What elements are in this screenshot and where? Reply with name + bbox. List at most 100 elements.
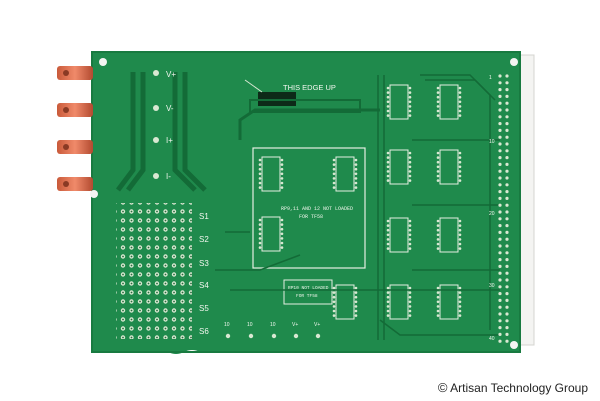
ic-pad	[386, 165, 390, 169]
ic-pad	[436, 86, 440, 90]
ic-pad	[354, 172, 358, 176]
edge-number: 30	[489, 283, 495, 289]
ic-pad	[408, 105, 412, 108]
photo-credit: © Artisan Technology Group	[438, 380, 588, 395]
ic-pad	[258, 246, 262, 249]
ic-pad	[458, 314, 462, 317]
ic-pad	[386, 309, 390, 313]
ic-pad	[332, 305, 336, 308]
ic-pad	[354, 177, 358, 180]
edge-pin	[505, 305, 509, 309]
power-terminal-tabs	[57, 66, 93, 191]
edge-pin	[505, 224, 509, 228]
ic-pad	[258, 218, 262, 222]
edge-pin	[498, 210, 502, 214]
edge-pin	[498, 224, 502, 228]
edge-pin	[498, 319, 502, 323]
edge-pin	[498, 326, 502, 330]
edge-pin	[498, 94, 502, 98]
edge-pin	[505, 74, 509, 78]
ic-pad	[458, 242, 462, 246]
ic-pad	[386, 305, 390, 308]
ic-pad	[458, 91, 462, 94]
edge-pin	[498, 244, 502, 248]
edge-pin	[498, 183, 502, 187]
edge-pin	[498, 74, 502, 78]
edge-pin	[498, 88, 502, 92]
ic-pad	[354, 309, 358, 313]
edge-pin	[498, 271, 502, 275]
ic-pad	[436, 286, 440, 290]
ic-pad	[458, 219, 462, 223]
edge-pin	[505, 203, 509, 207]
ic-pad	[386, 219, 390, 223]
ic-pad	[280, 186, 284, 189]
ic-pad	[458, 286, 462, 290]
edge-pin	[505, 319, 509, 323]
edge-pin-column	[498, 74, 509, 343]
ic-pad	[436, 114, 440, 117]
ic-pad	[408, 233, 412, 237]
ic-pad	[258, 158, 262, 162]
label-i-minus: I-	[166, 172, 171, 181]
ic-pad	[332, 181, 336, 185]
label-v-plus: V+	[166, 70, 176, 79]
ic-pad	[436, 295, 440, 299]
edge-pin	[505, 217, 509, 221]
ic-pad	[386, 228, 390, 232]
ic-pad	[354, 295, 358, 299]
edge-pin	[498, 251, 502, 255]
edge-pin	[498, 81, 502, 85]
ic-pad	[408, 286, 412, 290]
edge-pin	[498, 149, 502, 153]
ic-pad	[436, 174, 440, 178]
ic-pad	[386, 224, 390, 227]
edge-pin	[505, 176, 509, 180]
edge-pin	[498, 203, 502, 207]
edge-pin	[505, 264, 509, 268]
ic-pads	[258, 86, 462, 317]
ic-pad	[280, 237, 284, 240]
ic-pad	[458, 160, 462, 164]
edge-pin	[498, 196, 502, 200]
ic-pad	[332, 295, 336, 299]
switch-label-s2: S2	[199, 235, 209, 244]
ic-pad	[408, 242, 412, 246]
ic-pad	[436, 314, 440, 317]
note-top-line2: FOR TF58	[299, 214, 323, 220]
ic-pad	[258, 181, 262, 185]
ic-pad	[354, 314, 358, 317]
edge-pin	[505, 332, 509, 336]
edge-pin	[498, 278, 502, 282]
ic-pad	[258, 237, 262, 240]
ic-pad	[408, 305, 412, 308]
ic-pad	[386, 156, 390, 159]
edge-pin	[498, 162, 502, 166]
edge-pin	[498, 312, 502, 316]
ic-pad	[408, 174, 412, 178]
note-top-line1: RP9,11 AND 12 NOT LOADED	[281, 206, 353, 212]
ic-pad	[458, 238, 462, 241]
ic-pad	[280, 177, 284, 180]
edge-pin	[505, 271, 509, 275]
ic-pad	[386, 151, 390, 155]
edge-pin	[505, 251, 509, 255]
switch-label-s1: S1	[199, 212, 209, 221]
bottom-pin-label: 10	[270, 322, 276, 328]
ic-pad	[332, 158, 336, 162]
ic-pad	[386, 105, 390, 108]
edge-pin	[498, 332, 502, 336]
ic-pad	[458, 300, 462, 304]
edge-pin	[505, 326, 509, 330]
ic-pad	[436, 291, 440, 294]
ic-pad	[408, 314, 412, 317]
edge-pin	[498, 101, 502, 105]
copyright-symbol: ©	[437, 380, 448, 395]
bottom-pin-label: 10	[247, 322, 253, 328]
edge-pin	[498, 135, 502, 139]
edge-pin	[505, 210, 509, 214]
edge-pin	[498, 292, 502, 296]
ic-pad	[258, 227, 262, 231]
ic-pad	[436, 242, 440, 246]
